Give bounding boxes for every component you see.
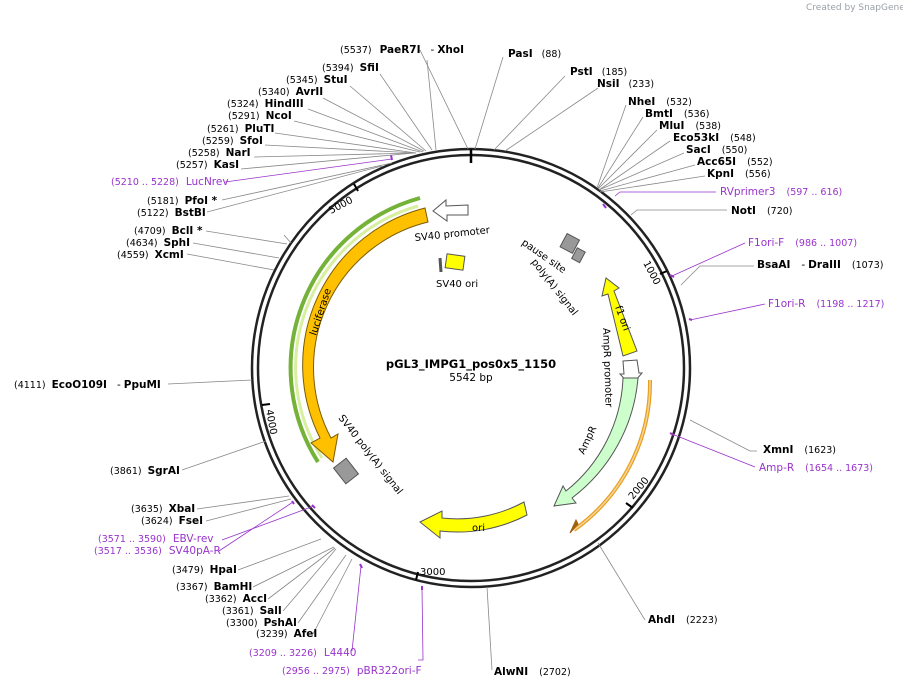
site-pasi[interactable]: PasI(88) [508,48,561,60]
luciferase-highlight-inner [294,204,419,459]
site-pluti[interactable]: (5261)PluTI [207,123,274,135]
tick-3000: 3000 [420,567,445,578]
site-afei[interactable]: (3239)AfeI [256,628,317,640]
site-bstbi[interactable]: (5122)BstBI [137,207,206,219]
site-acci[interactable]: (3362)AccI [205,593,267,605]
site-psti[interactable]: PstI(185) [570,66,627,78]
ampr-arrow[interactable] [553,377,639,507]
primer-pbr322ori-f[interactable]: (2956 .. 2975)pBR322ori-F [282,665,422,677]
site-saci[interactable]: SacI(550) [686,144,747,156]
primer-f1ori-f[interactable]: F1ori-F(986 .. 1007) [748,237,857,249]
primer-lucnrev[interactable]: (5210 .. 5228)LucNrev [111,176,229,188]
primer-sv40pa-r[interactable]: (3517 .. 3536)SV40pA-R [94,545,221,557]
site-bmti[interactable]: BmtI(536) [645,108,709,120]
site-sfii[interactable]: (5394)SfiI [322,62,379,74]
site-ncoi[interactable]: (5291)NcoI [228,110,292,122]
site-pshai[interactable]: (3300)PshAI [226,617,297,629]
site-nhei[interactable]: NheI(532) [628,96,692,108]
label-ori: ori [472,523,485,534]
site-stui[interactable]: (5345)StuI [286,74,348,86]
primer-rvprimer3[interactable]: RVprimer3(597 .. 616) [720,186,842,198]
site-nsii[interactable]: NsiI(233) [597,78,654,90]
sv40-promoter-arrow[interactable] [432,198,469,222]
luciferase-arrow[interactable] [302,207,429,463]
site-acc65i[interactable]: Acc65I(552) [697,156,773,168]
label-ampr-promoter: AmpR promoter [600,328,614,409]
sv40-polya-block[interactable] [332,457,360,485]
label-sv40-promoter: SV40 promoter [414,225,491,244]
site-hpai[interactable]: (3479)HpaI [172,564,237,576]
pause-site-block[interactable] [559,232,581,255]
snapgene-watermark: Created by SnapGene [806,3,903,13]
ampr-highlight-head [569,518,579,534]
site-sphi[interactable]: (4634)SphI [126,237,190,249]
primer-amp-r[interactable]: Amp-R(1654 .. 1673) [759,462,873,474]
primer-f1ori-r[interactable]: F1ori-R(1198 .. 1217) [768,298,884,310]
site-kasi[interactable]: (5257)KasI [176,159,239,171]
primer-leader-lines [218,158,766,661]
site-xbai[interactable]: (3635)XbaI [131,503,195,515]
site-kpni[interactable]: KpnI(556) [707,168,771,180]
tick-marks [261,183,668,581]
plasmid-name: pGL3_IMPG1_pos0x5_1150 [386,357,556,372]
label-sv40-ori: SV40 ori [436,279,478,290]
tick-1000: 1000 [640,259,662,287]
polya-signal-block[interactable] [570,247,586,264]
site-alwni[interactable]: AlwNI(2702) [494,666,571,678]
site-xcmi[interactable]: (4559)XcmI [117,249,184,261]
site-bcli[interactable]: (4709)BclI * [134,225,203,237]
luciferase-highlight [288,196,421,464]
site-nari[interactable]: (5258)NarI [188,147,251,159]
site-eco0109i[interactable]: (4111)EcoO109I-PpuMI [14,379,161,391]
site-fsei[interactable]: (3624)FseI [141,515,203,527]
site-sgrai[interactable]: (3861)SgrAI [110,465,180,477]
site-ahdi[interactable]: AhdI(2223) [648,614,718,626]
site-eco53ki[interactable]: Eco53kI(548) [673,132,756,144]
site-sali[interactable]: (3361)SalI [222,605,282,617]
site-xmni[interactable]: XmnI(1623) [763,444,836,456]
site-hindiii[interactable]: (5324)HindIII [227,98,304,110]
sv40-ori-mark [438,257,443,273]
tick-4000: 4000 [263,409,278,436]
f1-ori-arrow[interactable] [601,277,638,357]
plasmid-length: 5542 bp [449,372,493,384]
site-mlui[interactable]: MluI(538) [659,120,721,132]
site-avrii[interactable]: (5340)AvrII [258,86,323,98]
site-pfoi[interactable]: (5181)PfoI * [147,195,218,207]
primer-ebv-rev[interactable]: (3571 .. 3590)EBV-rev [98,533,214,545]
site-leader-lines [167,49,757,671]
primer-l4440[interactable]: (3209 .. 3226)L4440 [249,647,356,659]
site-paer7i[interactable]: (5537)PaeR7I-XhoI [340,44,464,56]
ampr-highlight-inner [573,379,651,531]
sv40-ori-block[interactable] [444,253,466,271]
site-sfoi[interactable]: (5259)SfoI [202,135,263,147]
site-bamhi[interactable]: (3367)BamHI [176,581,252,593]
site-noti[interactable]: NotI(720) [731,205,792,217]
ori-arrow[interactable] [419,501,528,540]
label-ampr: AmpR [577,424,600,456]
site-bsaai[interactable]: BsaAI-DraIII(1073) [757,259,883,271]
